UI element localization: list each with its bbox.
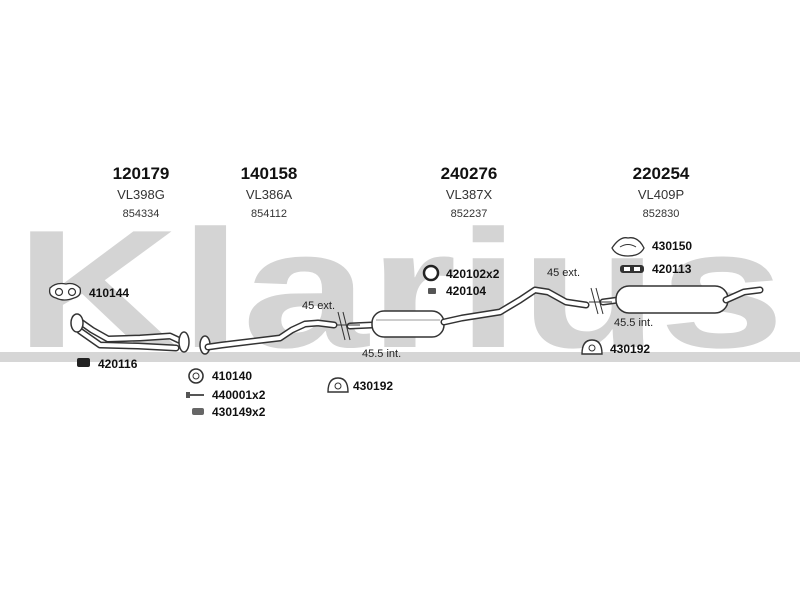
hanger-icon (581, 339, 603, 355)
part-label: 420116 (98, 357, 138, 371)
pipe-inner (78, 329, 178, 350)
centre-silencer (346, 286, 590, 338)
part-label: 410140 (212, 369, 252, 383)
gasket-icon (611, 237, 645, 257)
part-430192-a: 430192 (327, 377, 393, 393)
part-420116: 420116 (77, 357, 138, 371)
part-ref: 854112 (251, 208, 287, 220)
note-int-2: 45.5 int. (614, 317, 653, 329)
intermediate-pipe-1 (199, 319, 338, 355)
part-420102: 420102x2 (422, 264, 500, 282)
part-440001: 440001x2 (186, 388, 266, 402)
joint-marker-2 (589, 287, 612, 315)
part-430150: 430150 (611, 237, 692, 257)
part-420104: 420104 (428, 284, 486, 298)
part-label: 430192 (610, 342, 650, 356)
part-430149: 430149x2 (192, 405, 266, 419)
column-3: 240276 VL387X 852237 (441, 164, 498, 220)
part-label: 430149x2 (212, 405, 266, 419)
silencer-body (371, 310, 445, 338)
part-code: VL386A (246, 187, 293, 202)
mount-icon (620, 265, 644, 273)
front-downpipe (70, 313, 190, 353)
ring-icon (188, 368, 204, 384)
clip-icon (428, 288, 436, 294)
part-label: 420104 (446, 284, 486, 298)
mount-icon (77, 358, 90, 367)
watermark: Klarius (0, 195, 800, 383)
note-ext-1: 45 ext. (302, 300, 335, 312)
column-4: 220254 VL409P 852830 (633, 164, 690, 220)
hanger-icon (327, 377, 349, 393)
part-label: 430150 (652, 239, 692, 253)
note-ext-2: 45 ext. (547, 267, 580, 279)
ring-icon (422, 264, 440, 282)
watermark-band (0, 352, 800, 362)
bolt-icon (186, 392, 204, 398)
part-410140: 410140 (188, 368, 252, 384)
flange-icon (70, 313, 84, 333)
part-ref: 852237 (451, 208, 488, 220)
part-430192-b: 430192 (581, 339, 650, 356)
part-number: 220254 (633, 164, 690, 183)
pipe-inner (724, 288, 762, 302)
part-code: VL387X (446, 187, 493, 202)
part-label: 420113 (652, 262, 692, 276)
part-ref: 854334 (123, 208, 160, 220)
column-2: 140158 VL386A 854112 (241, 164, 298, 220)
part-420113: 420113 (620, 262, 692, 276)
pipe-inner (442, 288, 588, 324)
rear-silencer (599, 285, 764, 314)
part-label: 430192 (353, 379, 393, 393)
flange-icon (178, 331, 190, 353)
joint-marker-1 (337, 311, 360, 341)
part-ref: 852830 (643, 208, 680, 220)
part-number: 120179 (113, 164, 170, 183)
part-label: 420102x2 (446, 267, 500, 281)
pipe-inner (73, 316, 187, 345)
part-label: 440001x2 (212, 388, 266, 402)
clamp-icon (192, 408, 204, 415)
gasket-icon (48, 282, 82, 301)
part-number: 240276 (441, 164, 498, 183)
part-label: 410144 (89, 286, 129, 300)
note-int-1: 45.5 int. (362, 348, 401, 360)
column-1: 120179 VL398G 854334 (113, 164, 170, 220)
silencer-body (615, 285, 729, 314)
part-410144: 410144 (48, 282, 129, 301)
part-code: VL409P (638, 187, 684, 202)
pipe-inner (206, 321, 336, 349)
part-code: VL398G (117, 187, 165, 202)
pipe-inner (348, 323, 374, 328)
part-number: 140158 (241, 164, 298, 183)
